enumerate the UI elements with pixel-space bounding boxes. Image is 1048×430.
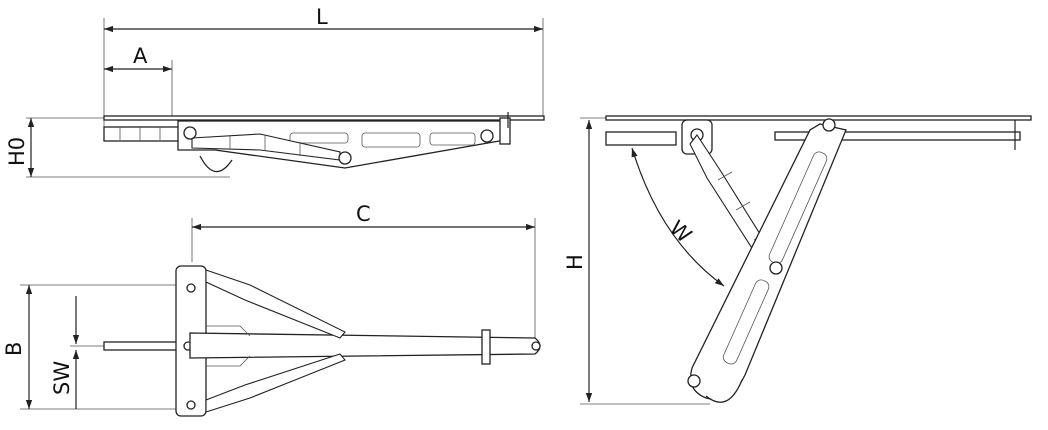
side-view-folded: L A H0 <box>5 5 545 178</box>
end-bracket <box>499 117 511 145</box>
side-view-deployed: H W <box>563 115 1032 405</box>
dimension-label-a: A <box>133 44 148 68</box>
dimension-label-sw: SW <box>50 361 74 395</box>
dimension-label-h0: H0 <box>5 137 29 166</box>
threaded-rod <box>103 126 181 142</box>
mounting-plate <box>103 115 545 121</box>
pivot-pin <box>687 374 701 388</box>
dimension-label-l: L <box>316 5 328 29</box>
foot-pad <box>705 379 743 403</box>
dimension-label-w: W <box>665 216 697 248</box>
top-view: C B SW <box>2 202 541 417</box>
pivot-pin <box>769 261 783 275</box>
pivot-pin <box>822 118 836 132</box>
dimension-label-c: C <box>356 202 371 226</box>
dimension-label-b: B <box>2 342 26 356</box>
dimension-label-h: H <box>563 254 587 270</box>
pivot-pin <box>480 129 494 143</box>
foot-pad <box>199 155 233 173</box>
upper-strut <box>205 269 346 339</box>
threaded-rod <box>605 131 677 146</box>
mounting-plate <box>605 115 1032 121</box>
pivot-pin <box>338 151 352 165</box>
pivot-pin <box>183 126 197 140</box>
lower-strut <box>205 353 346 413</box>
angle-arc-w <box>631 147 725 287</box>
threaded-rod <box>103 341 185 351</box>
spindle <box>774 131 1021 141</box>
